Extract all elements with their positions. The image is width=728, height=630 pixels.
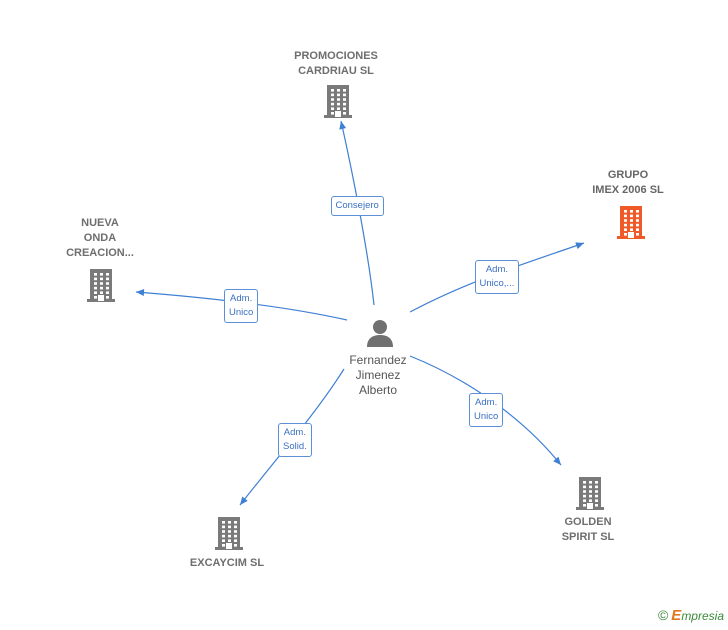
company-name-line: IMEX 2006 SL [592,184,664,196]
person-name-line: Jimenez [355,368,401,382]
arrowhead-excaycim [240,496,248,505]
company-name-line: CARDRIAU SL [298,65,374,77]
person-icon[interactable] [365,319,395,347]
relation-label-line: Adm. [230,293,253,304]
person-name-line: Alberto [358,383,398,397]
company-name-line: PROMOCIONES [294,50,378,62]
relation-label-grupo[interactable]: Adm. Unico,... [474,260,520,294]
company-grupo-name[interactable]: GRUPO IMEX 2006 SL [592,168,664,198]
company-name-line: NUEVA [81,217,119,229]
relation-label-line: Solid. [283,441,307,452]
company-promociones-icon[interactable] [323,83,353,119]
arrowhead-nueva [136,288,145,296]
company-golden-icon[interactable] [575,475,605,511]
relation-label-line: Consejero [335,200,379,211]
relation-label-line: Unico [229,307,254,318]
person-name-line: Fernandez [349,353,407,367]
company-promociones-name[interactable]: PROMOCIONES CARDRIAU SL [294,49,378,79]
company-name-line: GOLDEN [564,516,612,528]
relation-label-promociones[interactable]: Consejero [330,196,384,216]
company-golden-name[interactable]: GOLDEN SPIRIT SL [562,515,615,545]
copyright-symbol: © [657,607,669,623]
relation-label-line: Unico [474,411,499,422]
relation-label-excaycim[interactable]: Adm. Solid. [278,423,312,457]
company-excaycim-icon[interactable] [214,515,244,551]
relation-label-line: Adm. [283,427,306,438]
arrowhead-golden [553,456,561,465]
company-name-line: GRUPO [607,169,649,181]
relation-label-line: Unico,... [479,278,515,289]
relation-label-line: Adm. [475,397,498,408]
arrowhead-grupo [575,242,584,250]
company-excaycim-name[interactable]: EXCAYCIM SL [190,556,264,571]
company-nueva-name[interactable]: NUEVA ONDA CREACION... [66,216,134,261]
company-grupo-icon[interactable] [616,204,646,240]
brand-logo: ©Empresia [658,607,724,624]
company-nueva-icon[interactable] [86,267,116,303]
brand-initial: E [671,607,682,624]
arrowhead-promociones [339,121,347,130]
brand-name: mpresia [681,609,724,623]
company-name-line: CREACION... [66,247,134,259]
relation-label-golden[interactable]: Adm. Unico [469,393,504,427]
company-name-line: EXCAYCIM SL [189,557,265,569]
relation-label-line: Adm. [485,264,509,275]
company-name-line: SPIRIT SL [561,531,615,543]
relation-label-nueva[interactable]: Adm. Unico [224,289,259,323]
company-name-line: ONDA [83,232,117,244]
